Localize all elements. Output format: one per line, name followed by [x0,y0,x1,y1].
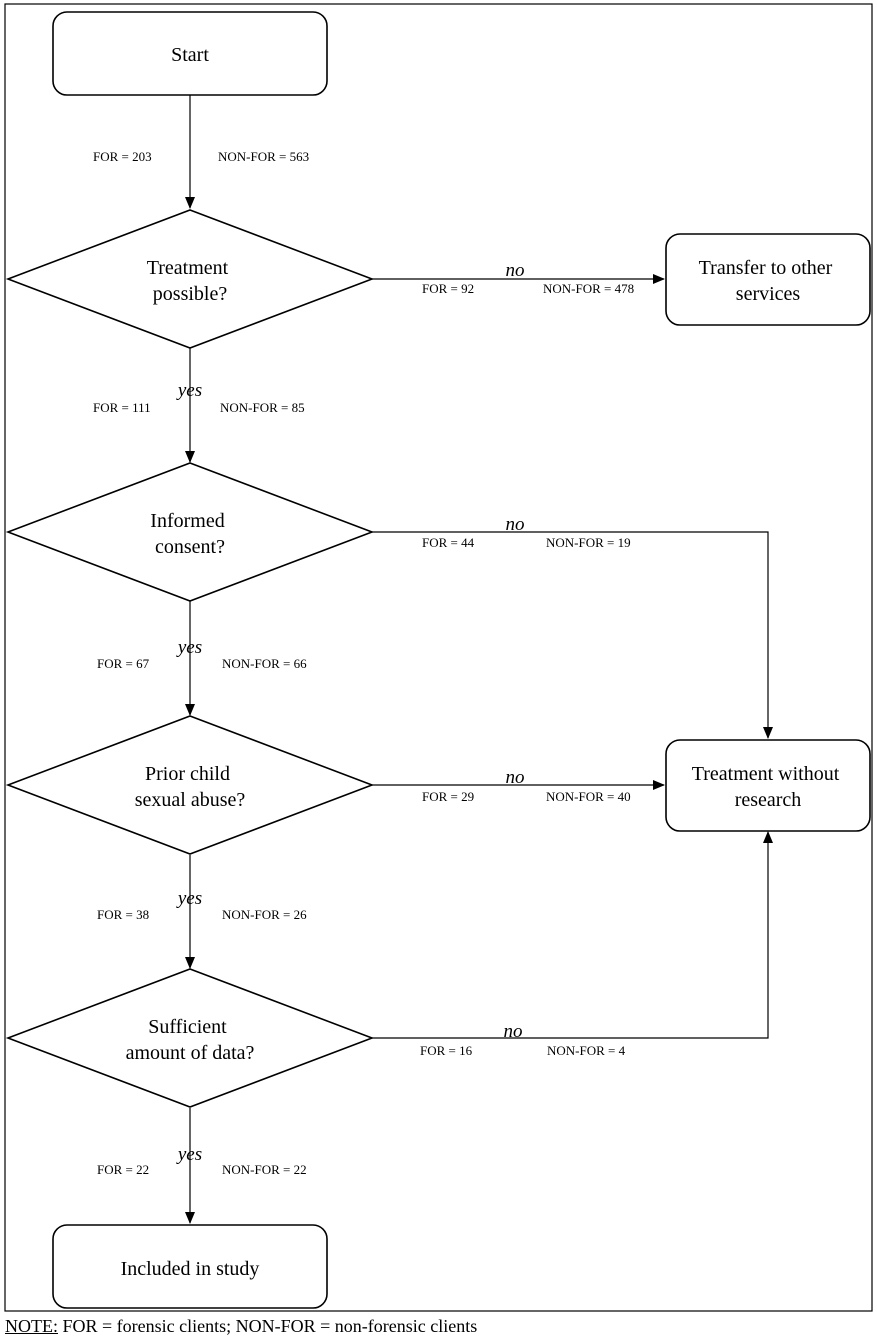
count-q3-yes-for: FOR = 38 [97,907,149,922]
yes-label-3: yes [176,888,202,909]
footnote: NOTE: FOR = forensic clients; NON-FOR = … [5,1315,477,1337]
decision-treatment-possible: Treatment possible? [5,209,375,349]
count-q2-no-for: FOR = 44 [422,535,475,550]
decision-prior-child-sexual-abuse: Prior child sexual abuse? [5,715,375,855]
count-start-for: FOR = 203 [93,149,152,164]
edge-q4-treatment-without [372,831,773,1039]
decision-2-line-2: consent? [155,536,225,558]
no-label-1: no [506,260,525,281]
treatment-without-line-2: research [735,789,802,811]
yes-label-2: yes [176,637,202,658]
transfer-line-1: Transfer to other [699,257,833,279]
start-label: Start [171,44,209,66]
count-q1-yes-nonfor: NON-FOR = 85 [220,400,305,415]
count-q2-yes-nonfor: NON-FOR = 66 [222,656,307,671]
transfer-line-2: services [736,283,801,305]
count-q4-no-nonfor: NON-FOR = 4 [547,1043,626,1058]
svg-text:Included in study: Included in study [121,1258,260,1280]
count-q1-yes-for: FOR = 111 [93,400,151,415]
transfer-box: Transfer to other services [665,233,871,326]
count-q4-yes-nonfor: NON-FOR = 22 [222,1162,307,1177]
svg-text:Prior child sexual abuse: Prior child sexual abuse? [135,763,246,811]
count-q2-yes-for: FOR = 67 [97,656,150,671]
decision-informed-consent: Informed consent? [5,462,375,602]
svg-text:Informed consent?: Informed consent? [150,510,229,558]
included-box: Included in study [52,1224,328,1309]
svg-text:Start: Start [171,44,209,66]
yes-label-1: yes [176,380,202,401]
count-q2-no-nonfor: NON-FOR = 19 [546,535,631,550]
footnote-text: FOR = forensic clients; NON-FOR = non-fo… [58,1316,478,1336]
decision-1-line-2: possible? [153,283,228,305]
svg-text:Treatment possible?: Treatment possible? [147,257,233,305]
svg-text:Transfer to other servic: Transfer to other services [699,257,838,305]
edge-q2-treatment-without [372,531,773,739]
decision-sufficient-data: Sufficient amount of data? [5,968,375,1108]
count-q3-no-for: FOR = 29 [422,789,474,804]
count-q1-no-nonfor: NON-FOR = 478 [543,281,634,296]
count-q1-no-for: FOR = 92 [422,281,474,296]
count-q3-yes-nonfor: NON-FOR = 26 [222,907,307,922]
decision-2-line-1: Informed [150,510,224,532]
no-label-3: no [506,767,525,788]
count-q4-yes-for: FOR = 22 [97,1162,149,1177]
no-label-4: no [504,1021,523,1042]
treatment-without-research-box: Treatment without research [665,739,871,832]
outer-frame [4,3,873,1312]
start-box: Start [52,11,328,96]
decision-4-line-1: Sufficient [148,1016,227,1038]
decision-3-line-1: Prior child [145,763,230,785]
footnote-prefix: NOTE: [5,1316,58,1336]
count-q4-no-for: FOR = 16 [420,1043,473,1058]
no-label-2: no [506,514,525,535]
svg-text:Treatment without resear: Treatment without research [692,763,845,811]
included-label: Included in study [121,1258,260,1280]
decision-3-line-2: sexual abuse? [135,789,246,811]
count-q3-no-nonfor: NON-FOR = 40 [546,789,631,804]
decision-4-line-2: amount of data? [126,1042,255,1064]
count-start-nonfor: NON-FOR = 563 [218,149,309,164]
decision-1-line-1: Treatment [147,257,229,279]
yes-label-4: yes [176,1144,202,1165]
svg-text:Sufficient amount of dat: Sufficient amount of data? [126,1016,255,1064]
treatment-without-line-1: Treatment without [692,763,840,785]
